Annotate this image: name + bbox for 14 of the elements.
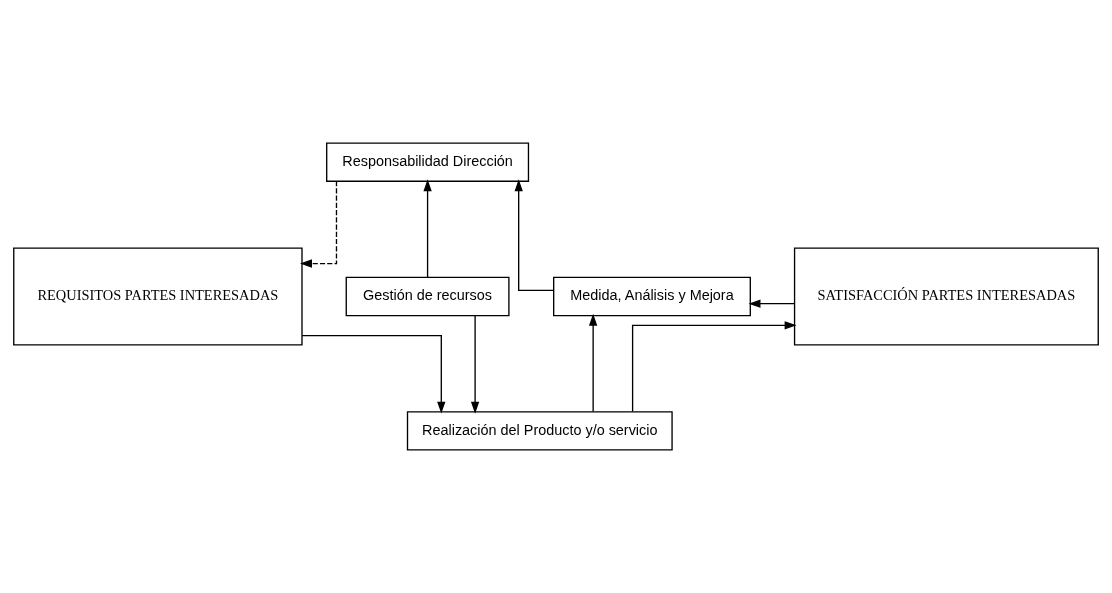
node-box: Gestión de recursos xyxy=(345,276,510,317)
node-box: Responsabilidad Dirección xyxy=(326,142,530,182)
arrow xyxy=(588,313,598,413)
arrow xyxy=(301,334,446,414)
arrow xyxy=(631,321,797,413)
node-box: Realización del Producto y/o servicio xyxy=(406,411,673,451)
node-box: REQUISITOS PARTES INTERESADAS xyxy=(13,247,303,346)
arrow xyxy=(748,299,796,308)
node-box: SATISFACCIÓN PARTES INTERESADAS xyxy=(793,247,1099,346)
node-box: Medida, Análisis y Mejora xyxy=(553,276,751,317)
arrow xyxy=(423,179,432,278)
arrow xyxy=(300,180,338,268)
arrow xyxy=(470,315,480,414)
arrow xyxy=(514,179,555,291)
